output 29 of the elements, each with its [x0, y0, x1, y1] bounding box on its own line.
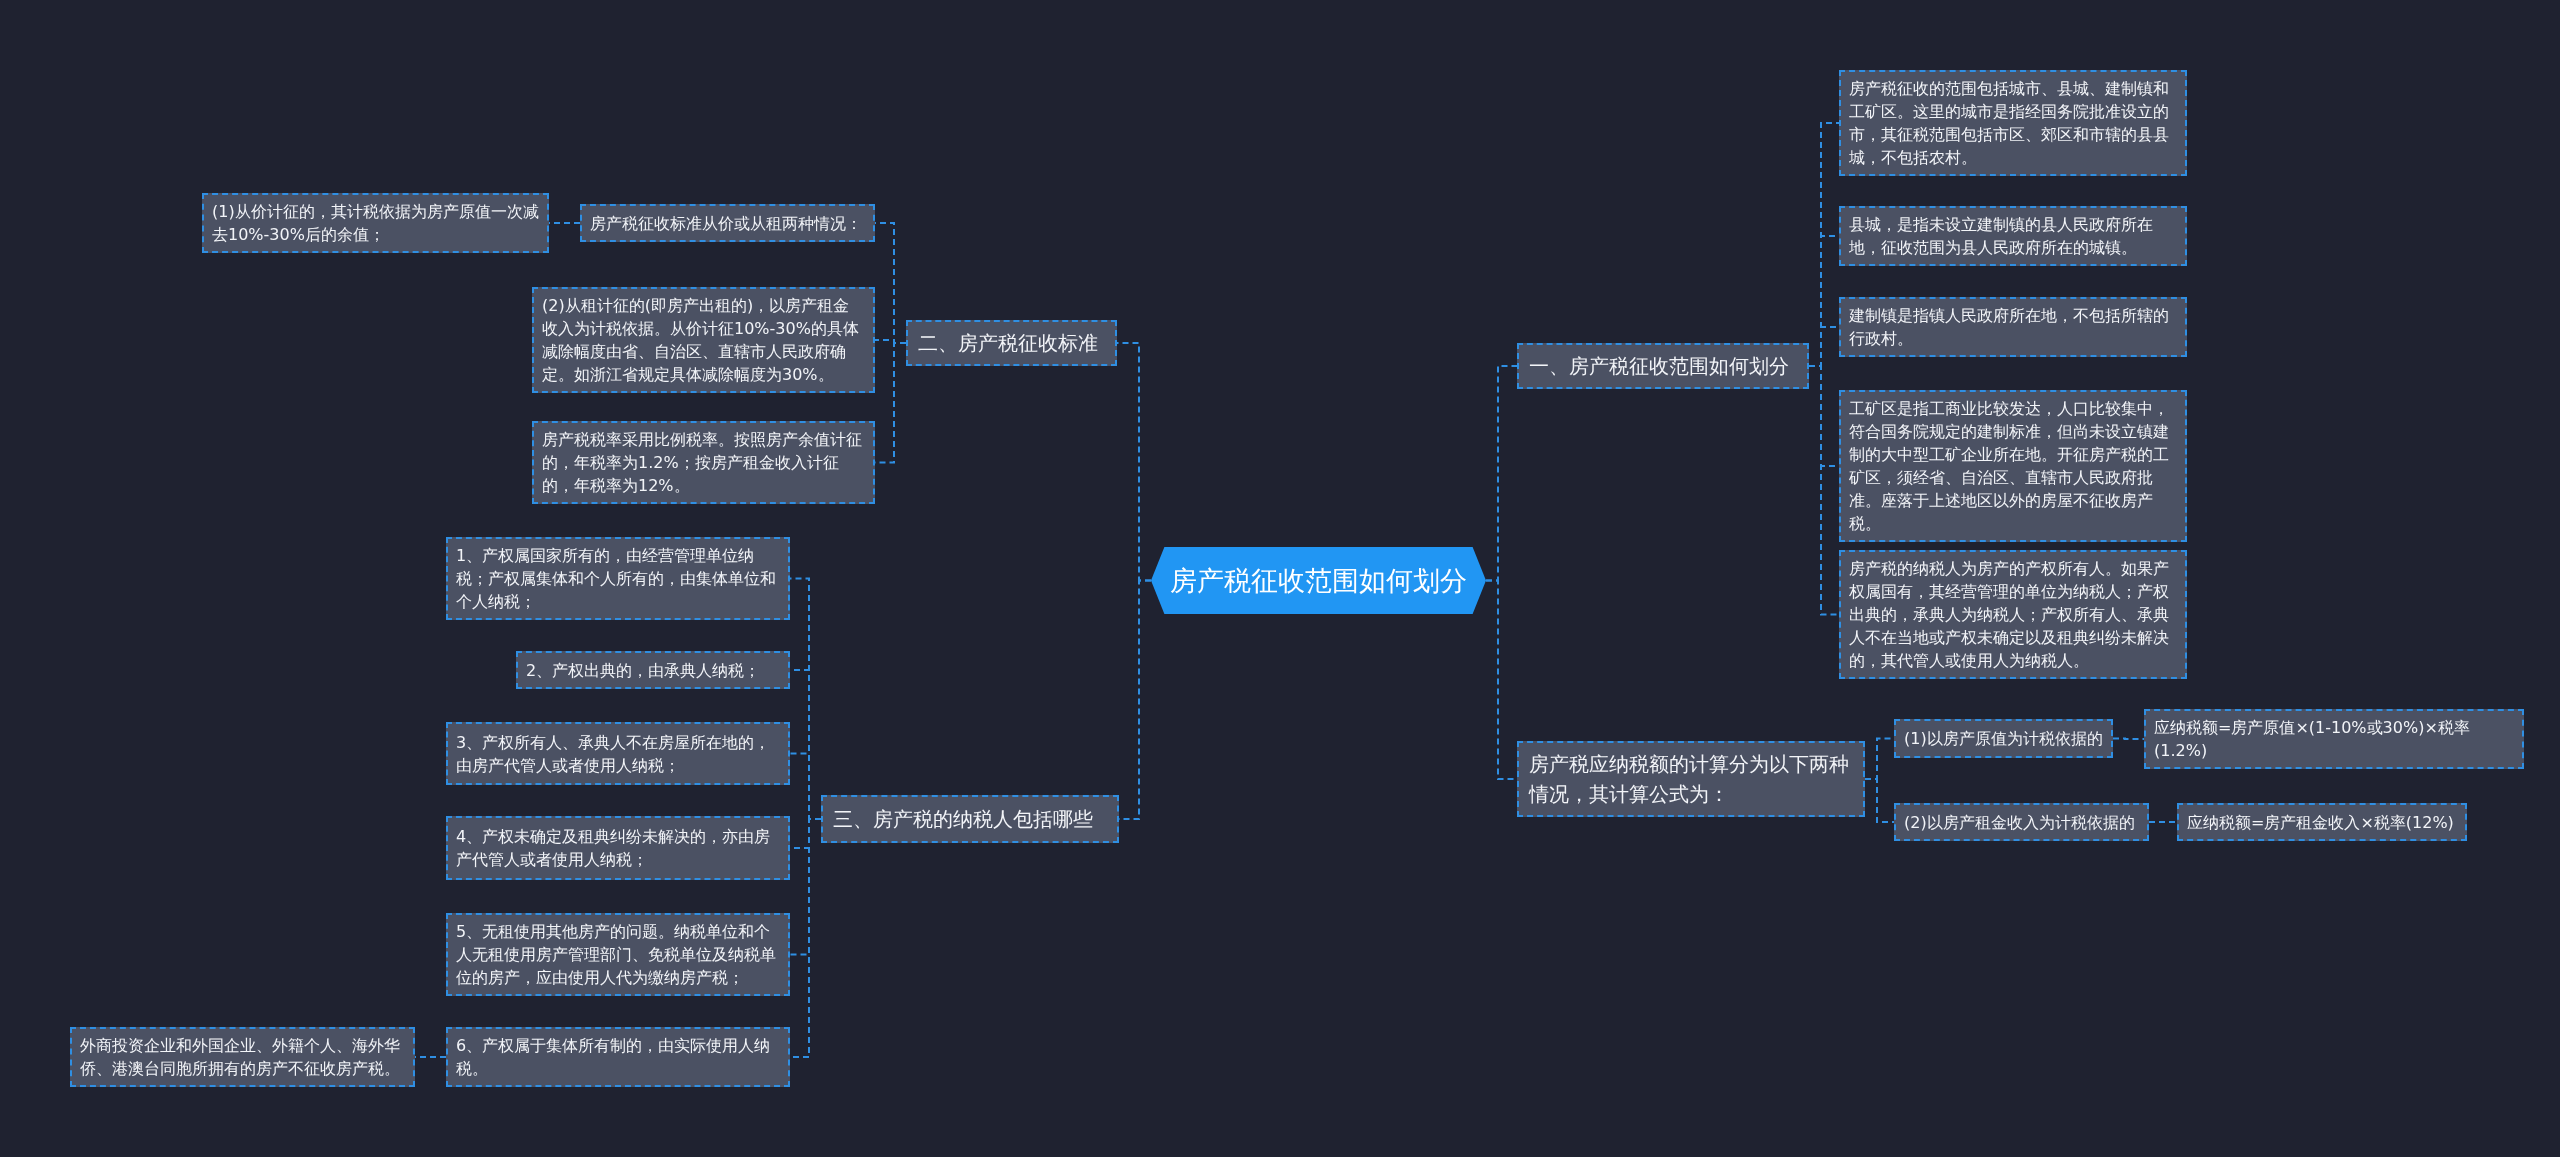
topic-box: 二、房产税征收标准 — [906, 320, 1117, 366]
note-box: 应纳税额=房产原值×(1-10%或30%)×税率(1.2%) — [2144, 709, 2524, 769]
note-box: 1、产权属国家所有的，由经营管理单位纳税；产权属集体和个人所有的，由集体单位和个人纳税； — [446, 537, 790, 620]
note-box: 6、产权属于集体所有制的，由实际使用人纳税。 — [446, 1027, 790, 1087]
topic-box: 房产税应纳税额的计算分为以下两种情况，其计算公式为： — [1517, 741, 1865, 817]
note-box: 外商投资企业和外国企业、外籍个人、海外华侨、港澳台同胞所拥有的房产不征收房产税。 — [70, 1027, 415, 1087]
note-box: (1)从价计征的，其计税依据为房产原值一次减去10%-30%后的余值； — [202, 193, 549, 253]
connector-line — [2112, 737, 2145, 740]
note-box: 房产税征收的范围包括城市、县城、建制镇和工矿区。这里的城市是指经国务院批准设立的市，其征税范围包括市区、郊区和市辖的县县城，不包括农村。 — [1839, 70, 2187, 176]
note-box: 工矿区是指工商业比较发达，人口比较集中，符合国务院规定的建制标准，但尚未设立镇建制的大中型工矿企业所在地。开征房产税的工矿区，须经省、自治区、直辖市人民政府批准。座落于上述地区以外的房屋不征收房产税。 — [1839, 390, 2187, 542]
note-box: (2)从租计征的(即房产出租的)，以房产租金收入为计税依据。从价计征10%-30%的具体减除幅度由省、自治区、直辖市人民政府确定。如浙江省规定具体减除幅度为30%。 — [532, 287, 875, 393]
note-box: (2)以房产租金收入为计税依据的 — [1894, 803, 2149, 841]
connector-line — [1808, 365, 1840, 616]
note-box: 建制镇是指镇人民政府所在地，不包括所辖的行政村。 — [1839, 297, 2187, 357]
connector-line — [2148, 821, 2178, 823]
note-box: 2、产权出典的，由承典人纳税； — [516, 651, 790, 689]
note-box: 5、无租使用其他房产的问题。纳税单位和个人无租使用房产管理部门、免税单位及纳税单位的房产，应由使用人代为缴纳房产税； — [446, 913, 790, 996]
connector-line — [1864, 778, 1895, 823]
note-box: 3、产权所有人、承典人不在房屋所在地的，由房产代管人或者使用人纳税； — [446, 722, 790, 785]
note-box: (1)以房产原值为计税依据的 — [1894, 719, 2113, 758]
note-box: 县城，是指未设立建制镇的县人民政府所在地，征收范围为县人民政府所在的城镇。 — [1839, 206, 2187, 266]
note-box: 应纳税额=房产租金收入×税率(12%) — [2177, 803, 2467, 841]
note-box: 4、产权未确定及租典纠纷未解决的，亦由房产代管人或者使用人纳税； — [446, 816, 790, 880]
topic-box: 三、房产税的纳税人包括哪些 — [821, 795, 1119, 843]
note-box: 房产税征收标准从价或从租两种情况： — [580, 204, 875, 242]
note-box: 房产税的纳税人为房产的产权所有人。如果产权属国有，其经营管理的单位为纳税人；产权出典的，承典人为纳税人；产权所有人、承典人不在当地或产权未确定以及租典纠纷未解决的，其代管人或使用人为纳税人。 — [1839, 550, 2187, 679]
central-topic-text: 房产税征收范围如何划分 — [1170, 569, 1467, 592]
note-box: 房产税税率采用比例税率。按照房产余值计征的，年税率为1.2%；按房产租金收入计征的，年税率为12%。 — [532, 421, 875, 504]
topic-box: 一、房产税征收范围如何划分 — [1517, 343, 1809, 389]
